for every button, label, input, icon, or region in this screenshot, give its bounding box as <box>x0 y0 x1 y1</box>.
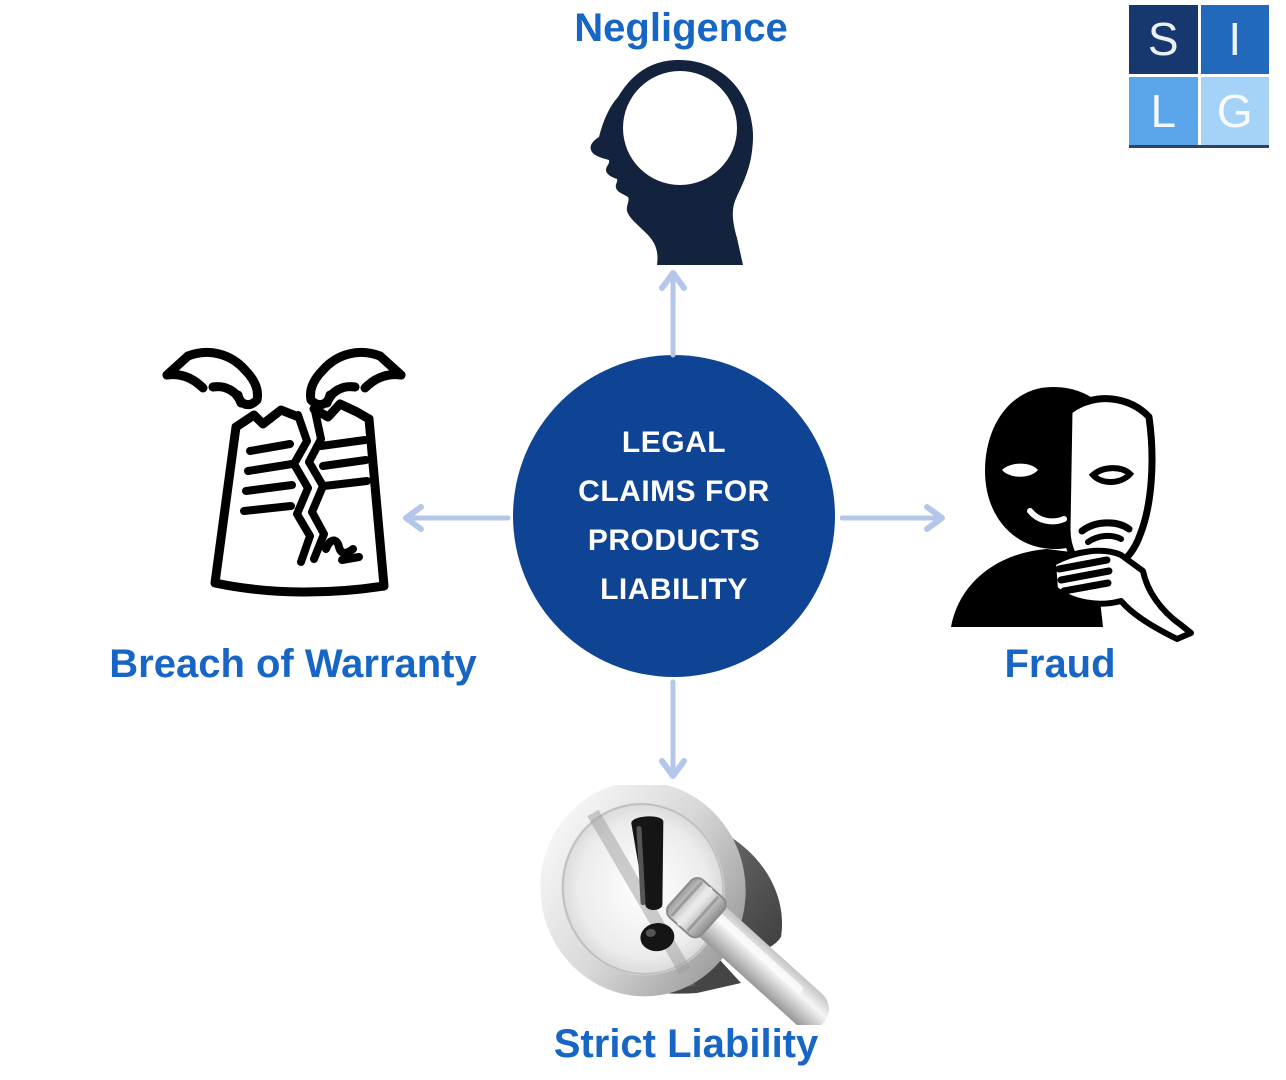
node-label-strict-liability: Strict Liability <box>553 1022 819 1066</box>
center-label-line3: PRODUCTS <box>587 524 761 557</box>
node-label-fraud: Fraud <box>1004 642 1116 686</box>
logo-tile-g: G <box>1200 76 1269 145</box>
node-label-negligence: Negligence <box>574 6 788 50</box>
logo-tile-l: L <box>1129 76 1198 145</box>
center-label-line2: CLAIMS FOR <box>578 475 770 508</box>
torn-contract-icon <box>157 345 411 609</box>
magnifier-exclamation-icon <box>527 781 841 1029</box>
arrow-down-icon <box>655 676 691 784</box>
logo-letter-i: I <box>1228 13 1242 66</box>
center-label-line1: LEGAL <box>621 426 727 459</box>
logo-underline <box>1129 145 1269 148</box>
logo-letter-g: G <box>1216 84 1253 137</box>
silg-logo: S I L G <box>1129 5 1269 145</box>
node-label-breach-of-warranty: Breach of Warranty <box>109 642 477 686</box>
arrow-up-icon <box>655 265 691 360</box>
head-profile-brain-icon <box>585 57 761 265</box>
arrow-right-icon <box>840 500 952 536</box>
logo-tile-s: S <box>1129 5 1198 74</box>
logo-tile-i: I <box>1200 5 1269 74</box>
arrow-left-icon <box>398 500 513 536</box>
two-face-mask-icon <box>947 371 1201 645</box>
logo-letter-l: L <box>1150 84 1177 137</box>
logo-letter-s: S <box>1147 13 1179 66</box>
center-label-line4: LIABILITY <box>600 573 748 606</box>
center-node: LEGAL CLAIMS FOR PRODUCTS LIABILITY <box>513 355 835 677</box>
